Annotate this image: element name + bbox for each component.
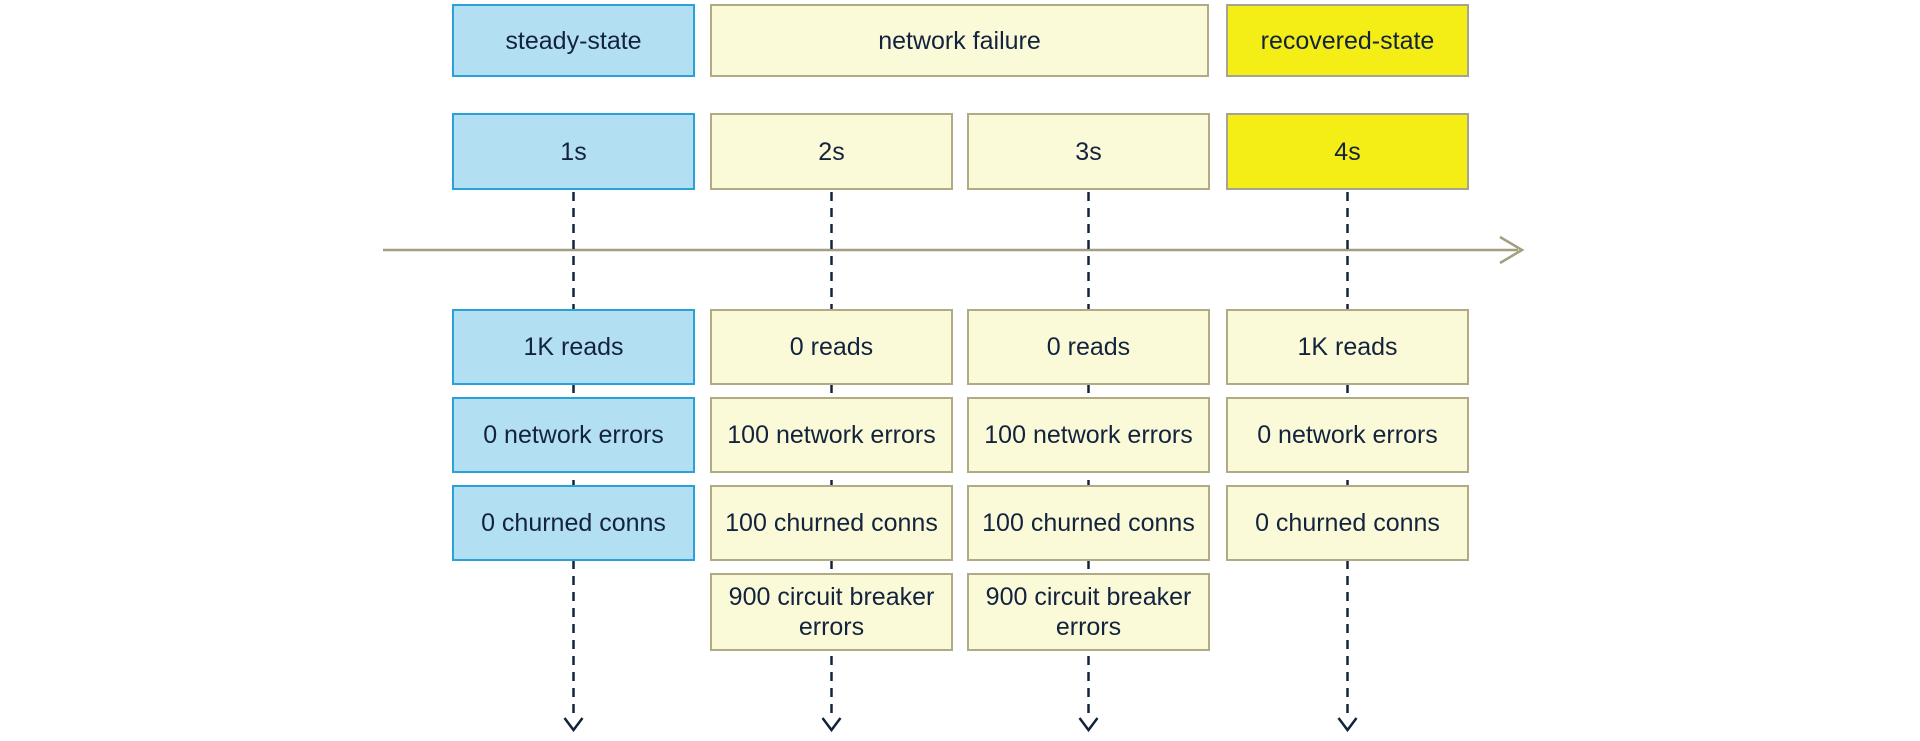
- right-arrow-icon: [1499, 235, 1525, 265]
- time-box-2s: 2s: [710, 113, 953, 190]
- metric-box-network-errors-4s: 0 network errors: [1226, 397, 1469, 473]
- metric-box-reads-4s: 1K reads: [1226, 309, 1469, 385]
- state-box-recovered-state: recovered-state: [1226, 4, 1469, 77]
- metric-box-reads-3s: 0 reads: [967, 309, 1210, 385]
- down-arrow-icon: [1337, 717, 1358, 733]
- metric-box-reads-1s: 1K reads: [452, 309, 695, 385]
- state-box-network-failure: network failure: [710, 4, 1209, 77]
- metric-box-network-errors-2s: 100 network errors: [710, 397, 953, 473]
- metric-box-churned-conns-4s: 0 churned conns: [1226, 485, 1469, 561]
- metric-box-circuit-breaker-errors-2s: 900 circuit breaker errors: [710, 573, 953, 651]
- metric-box-network-errors-1s: 0 network errors: [452, 397, 695, 473]
- metric-box-network-errors-3s: 100 network errors: [967, 397, 1210, 473]
- metric-box-churned-conns-2s: 100 churned conns: [710, 485, 953, 561]
- down-arrow-icon: [821, 717, 842, 733]
- metric-box-reads-2s: 0 reads: [710, 309, 953, 385]
- down-arrow-icon: [1078, 717, 1099, 733]
- time-box-4s: 4s: [1226, 113, 1469, 190]
- down-arrow-icon: [563, 717, 584, 733]
- time-box-1s: 1s: [452, 113, 695, 190]
- time-box-3s: 3s: [967, 113, 1210, 190]
- metric-box-churned-conns-1s: 0 churned conns: [452, 485, 695, 561]
- metric-box-churned-conns-3s: 100 churned conns: [967, 485, 1210, 561]
- metric-box-circuit-breaker-errors-3s: 900 circuit breaker errors: [967, 573, 1210, 651]
- state-box-steady-state: steady-state: [452, 4, 695, 77]
